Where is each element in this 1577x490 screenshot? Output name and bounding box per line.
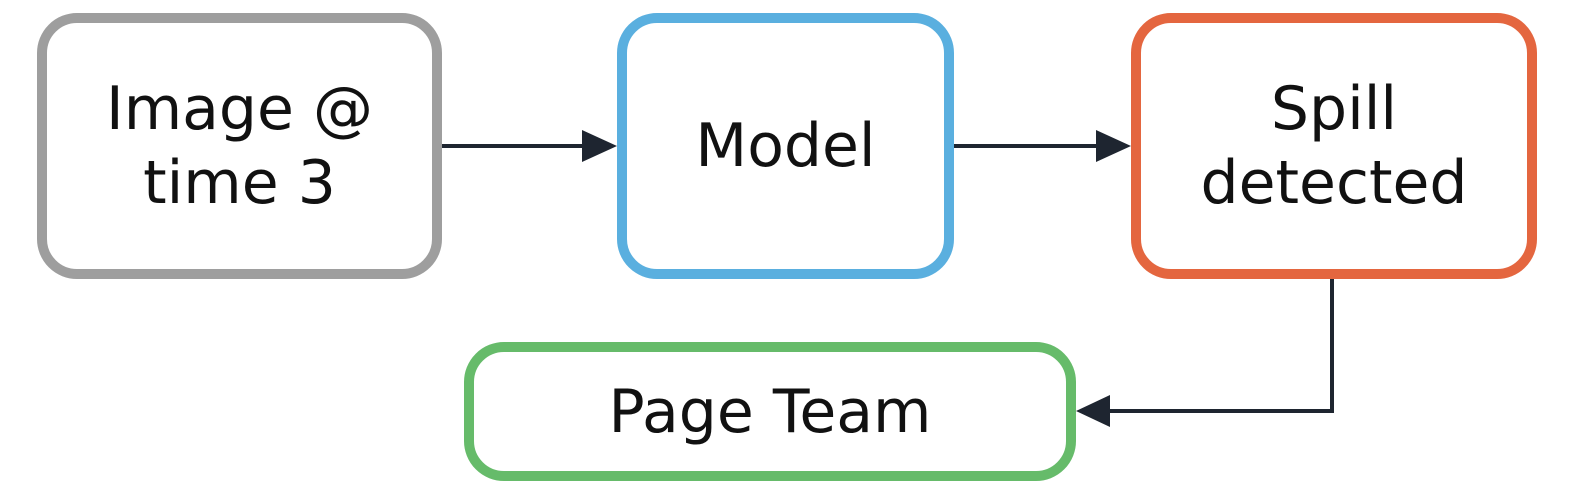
node-page-team: Page Team — [464, 342, 1076, 481]
arrowhead-spill — [1096, 130, 1131, 162]
node-image-at-time-3: Image @ time 3 — [37, 13, 442, 279]
edge-spill-to-page — [1110, 274, 1334, 413]
arrowhead-model — [582, 130, 617, 162]
node-model: Model — [617, 13, 954, 279]
node-label: Spill detected — [1200, 74, 1468, 218]
node-spill-detected: Spill detected — [1131, 13, 1537, 279]
node-label: Image @ time 3 — [106, 74, 373, 218]
arrowhead-page — [1076, 395, 1110, 427]
node-label: Model — [695, 111, 876, 181]
node-label: Page Team — [608, 376, 932, 447]
